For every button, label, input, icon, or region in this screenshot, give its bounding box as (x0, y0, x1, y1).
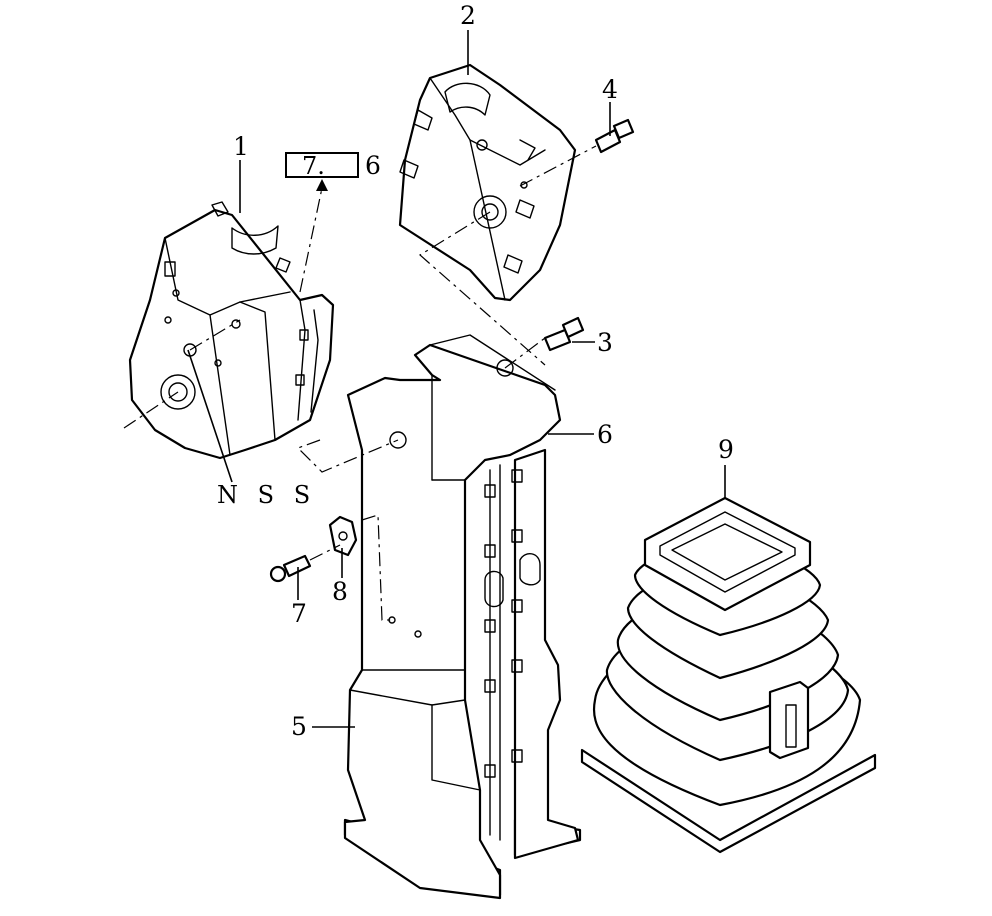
part-5-column (343, 334, 582, 900)
callout-2: 2 (460, 1, 476, 30)
phantom-lines (123, 145, 597, 621)
part-7-bolt (269, 554, 312, 583)
part-2-upper-cover (398, 63, 577, 302)
part-8-bracket (328, 515, 358, 557)
callout-8: 8 (332, 577, 348, 606)
leader-lines (187, 30, 726, 728)
callout-5: 5 (291, 712, 307, 741)
callout-4: 4 (602, 75, 618, 104)
reference-arrow-icon (316, 179, 328, 191)
reference-box-text: 7. (302, 152, 325, 180)
callout-labels: 1 2 4 3 6 9 5 7 8 N S S (217, 1, 734, 741)
callout-6-column: 6 (597, 420, 613, 449)
callout-9: 9 (718, 435, 734, 464)
callout-1: 1 (233, 132, 249, 161)
callout-3: 3 (597, 328, 613, 357)
part-1-left-cover (128, 201, 335, 460)
part-3-screw (543, 316, 585, 352)
callout-7: 7 (291, 599, 307, 628)
part-9-bellows-boot (580, 496, 877, 854)
nss-label: N S S (217, 481, 316, 509)
part-4-screw (594, 118, 635, 154)
reference-box: 7. 6 (285, 151, 381, 191)
reference-box-suffix: 6 (365, 151, 381, 180)
